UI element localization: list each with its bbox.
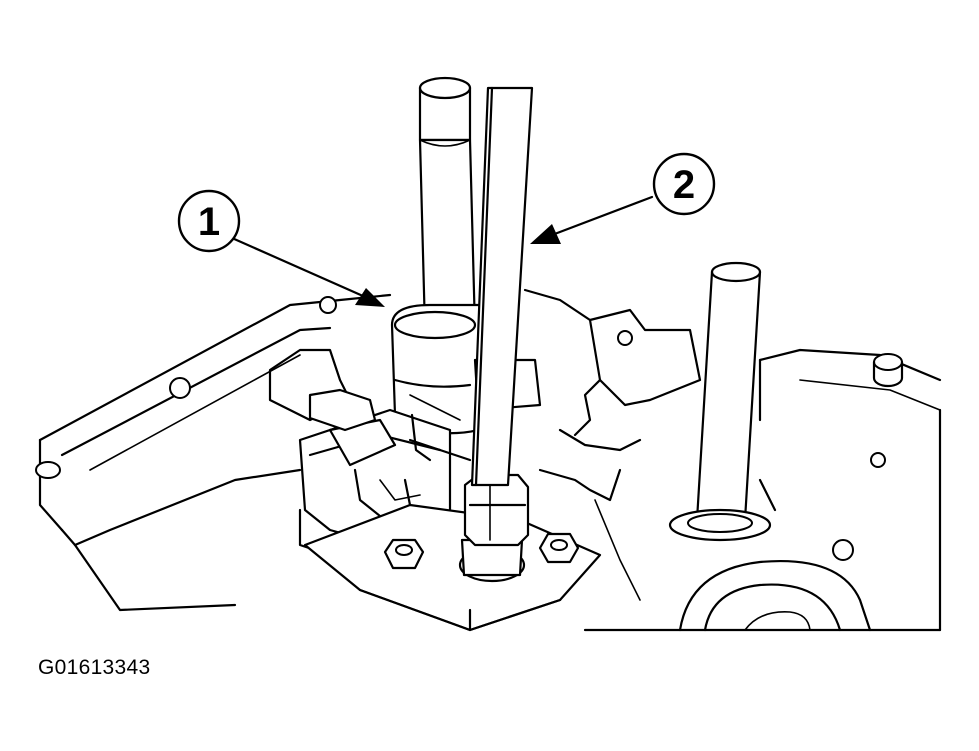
shift-shaft xyxy=(418,76,477,332)
mounting-bolt-left xyxy=(383,538,425,570)
callout-2: 2 xyxy=(530,152,716,244)
tube-fitting-base xyxy=(458,538,526,583)
transmission-case xyxy=(35,288,942,632)
special-tool-rod xyxy=(470,86,534,487)
callout-1: 1 xyxy=(177,189,385,307)
shift-rail-right xyxy=(668,261,777,542)
shift-lever-bracket xyxy=(538,308,702,502)
figure-id: G01613343 xyxy=(38,656,151,679)
callout-1-label: 1 xyxy=(198,200,220,244)
callout-2-label: 2 xyxy=(673,163,695,207)
mounting-bolt-right xyxy=(538,532,580,564)
